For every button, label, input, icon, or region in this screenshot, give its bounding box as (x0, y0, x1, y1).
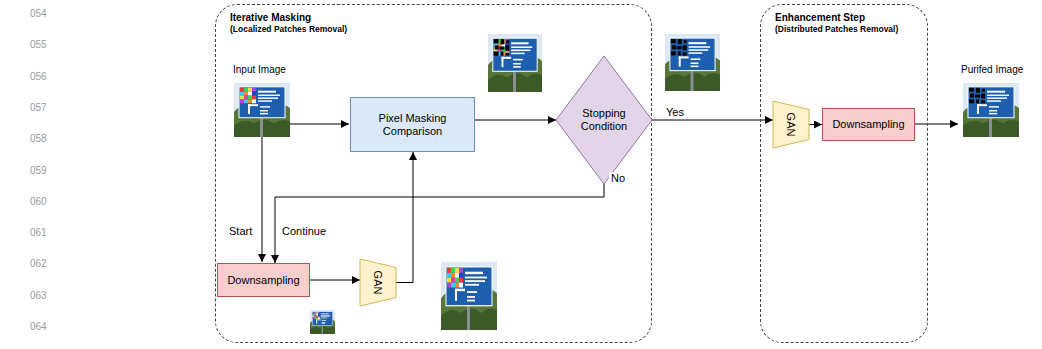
flow-label: Continue (282, 225, 326, 238)
line-number: 054 (30, 8, 47, 20)
line-number: 059 (30, 165, 47, 177)
label-anchor: 059 (30, 165, 47, 177)
line-number: 063 (30, 290, 47, 302)
edge-label: Yes (664, 106, 686, 119)
line-number: 062 (30, 258, 47, 270)
line-number: 064 (30, 321, 47, 333)
trapezoid-outline (360, 259, 396, 306)
edge-label: No (609, 172, 627, 185)
diamond-label: Stopping Condition (573, 107, 635, 133)
line-number: 056 (30, 71, 47, 83)
label-anchor: 055 (30, 39, 47, 51)
image-label: Purifed Image (961, 64, 1023, 76)
trapezoid-outline (773, 101, 809, 148)
group-subheading: (Localized Patches Removal) (230, 24, 651, 34)
masked-photo (488, 34, 542, 92)
label-anchor: Purifed Image (961, 64, 1023, 76)
flow-arrow (290, 124, 349, 125)
gan-output-photo (441, 262, 497, 330)
connector-arrow (652, 120, 773, 121)
process-box: Pixel Masking Comparison (350, 97, 475, 152)
gan-label: GAN (372, 271, 385, 295)
line-number: 061 (30, 227, 47, 239)
connector-arrow (475, 120, 556, 121)
connector-arrow (310, 280, 360, 281)
label-anchor: 058 (30, 133, 47, 145)
line-number: 055 (30, 39, 47, 51)
group-region: Enhancement Step(Distributed Patches Rem… (760, 4, 928, 343)
label-anchor: No (609, 172, 627, 185)
masked-photo (665, 34, 720, 91)
label-anchor: 063 (30, 290, 47, 302)
sign-photo (441, 262, 497, 330)
label-anchor: Input Image (233, 64, 286, 76)
flow-arrow (915, 124, 958, 125)
sign-photo (310, 310, 335, 334)
pixel-mask (494, 39, 509, 56)
label-anchor: 061 (30, 227, 47, 239)
process-box: Downsampling (822, 108, 915, 141)
box-label: Downsampling (832, 118, 904, 131)
sign-photo (963, 83, 1019, 137)
pixel-mask (969, 88, 985, 103)
input-photo (234, 83, 290, 137)
connector-arrow (396, 152, 413, 283)
flow-label: Start (229, 225, 252, 238)
process-box: Downsampling (217, 263, 310, 297)
image-label: Input Image (233, 64, 286, 76)
connector-arrow (809, 124, 822, 125)
adversarial-patch (447, 268, 463, 287)
purified-photo (963, 83, 1019, 137)
box-label: Pixel Masking Comparison (356, 112, 469, 138)
line-number: 060 (30, 196, 47, 208)
adversarial-patch (313, 312, 320, 319)
sign-photo (234, 83, 290, 137)
decision-diamond: Stopping Condition (556, 56, 652, 184)
sign-photo (665, 34, 720, 91)
label-anchor: 054 (30, 8, 47, 20)
label-anchor: 057 (30, 102, 47, 114)
label-anchor: Start (229, 225, 252, 238)
flow-arrow (262, 137, 263, 262)
line-number: 058 (30, 133, 47, 145)
group-heading: Enhancement Step (775, 12, 927, 24)
pixel-mask (671, 39, 687, 55)
diamond-outline (556, 56, 652, 184)
label-anchor: Continue (282, 225, 326, 238)
adversarial-patch (494, 39, 509, 56)
connector-arrow (275, 184, 604, 263)
label-anchor: Yes (664, 106, 686, 119)
group-heading: Iterative Masking (230, 12, 651, 24)
gan-label: GAN (785, 113, 798, 137)
box-label: Downsampling (227, 274, 299, 287)
sign-photo (488, 34, 542, 92)
gan-trapezoid: GAN (360, 259, 396, 306)
label-anchor: 062 (30, 258, 47, 270)
adversarial-patch (240, 88, 256, 103)
line-number: 057 (30, 102, 47, 114)
group-region: Iterative Masking(Localized Patches Remo… (215, 4, 652, 343)
group-subheading: (Distributed Patches Removal) (775, 24, 927, 34)
small-photo (310, 310, 335, 334)
gan-trapezoid: GAN (773, 101, 809, 148)
label-anchor: 064 (30, 321, 47, 333)
label-anchor: 056 (30, 71, 47, 83)
label-anchor: 060 (30, 196, 47, 208)
